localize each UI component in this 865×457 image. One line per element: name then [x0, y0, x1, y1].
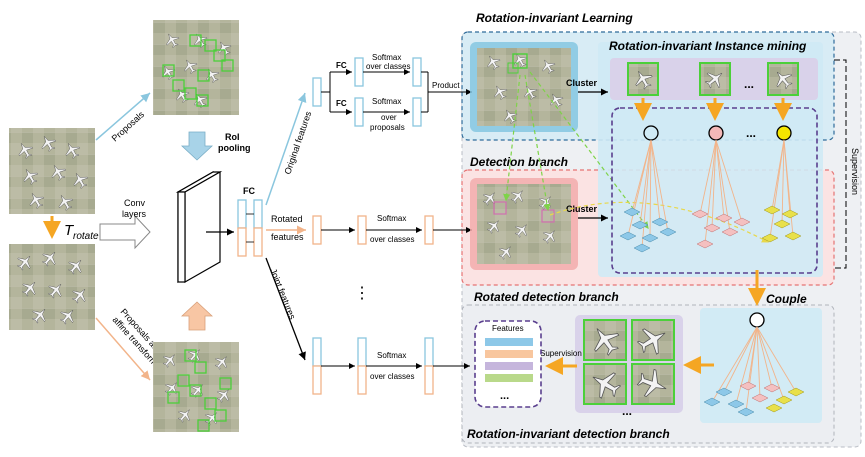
softmax-joint-1: Softmax: [377, 351, 406, 360]
softmax-rot-2: over classes: [370, 235, 414, 244]
title-couple: Couple: [766, 292, 807, 306]
input-image-original: [9, 128, 95, 214]
cluster-center-blue: [643, 125, 659, 141]
softmax-proposals-3: proposals: [370, 123, 405, 132]
cluster-region: [611, 107, 818, 274]
feature-bar-green: [485, 374, 533, 382]
instance-tiles-pink: [691, 209, 751, 249]
roi-pooling-label-2: pooling: [218, 143, 251, 153]
joint-fc-layer: [312, 337, 322, 395]
input-image-rotated: [9, 244, 95, 330]
rotated-features-label-1: Rotated: [271, 214, 303, 224]
instance-tiles-blue: [619, 207, 677, 253]
joint-features-arrow: [265, 257, 306, 361]
rotated-fc-layer: [312, 215, 322, 245]
feature-map-cuboid: [175, 170, 223, 284]
proposals-arrow: [95, 92, 151, 141]
mined-instance-3: [767, 62, 799, 96]
instance-tiles-yellow: [761, 205, 802, 243]
invariant-instance-4: [631, 363, 675, 405]
proposals-affine-arrow: [95, 317, 151, 381]
fc-top-1-layer: [354, 57, 364, 87]
vertical-dots: ⋮: [354, 285, 370, 302]
yellow-dashed-link: [549, 201, 770, 243]
conv-layers-label-2: layers: [122, 209, 147, 219]
coupled-fan-lines: [711, 326, 797, 413]
joint-features-label: Joint features: [268, 267, 298, 321]
proposal-image-original: [153, 20, 239, 115]
invariant-instance-2: [631, 319, 675, 361]
features-label: Features: [492, 324, 524, 333]
mined-instance-1: [627, 62, 659, 96]
softmax-proposals-1: Softmax: [372, 97, 401, 106]
softmax-classes-top-1: Softmax: [372, 53, 401, 62]
joint-softmax-layer: [424, 337, 434, 395]
roi-down-arrow: [180, 131, 214, 161]
rotated-softmax-layer: [424, 215, 434, 245]
coupled-tree-panel: [700, 308, 822, 423]
supervision-bottom-label: Supervision: [540, 349, 582, 358]
title-rotated-detection-branch: Rotated detection branch: [474, 290, 619, 304]
cluster-top-label: Cluster: [566, 78, 598, 88]
roi-up-arrow: [180, 301, 214, 331]
conv-layers-label-1: Conv: [124, 198, 146, 208]
feature-bar-orange: [485, 350, 533, 358]
supervision-bracket: [834, 59, 847, 269]
fc-top-2-layer: [354, 97, 364, 127]
softmax-joint-2: over classes: [370, 372, 414, 381]
fc-main-layers: [237, 199, 263, 257]
invariant-ellipsis: ...: [622, 404, 632, 418]
rotated-features-label-2: features: [271, 232, 304, 242]
title-rotation-invariant-learning: Rotation-invariant Learning: [476, 11, 633, 25]
product-label: Product: [432, 81, 460, 90]
fan-lines-blue: [627, 139, 669, 249]
softmax-proposals-2: over: [381, 113, 397, 122]
feature-bar-blue: [485, 338, 533, 346]
coupled-center: [749, 312, 765, 328]
svg-text:T: T: [64, 222, 75, 239]
mined-ellipsis: ...: [744, 77, 754, 91]
invariant-instance-3: [583, 363, 627, 405]
softmax-top-1-layer: [412, 57, 422, 87]
softmax-rot-1: Softmax: [377, 214, 406, 223]
rotated-detection-image: [470, 178, 578, 270]
mined-instance-2: [699, 62, 731, 96]
detection-image: [470, 42, 578, 132]
original-fc-layer: [312, 77, 322, 107]
cluster-center-yellow: [776, 125, 792, 141]
cluster-center-pink: [708, 125, 724, 141]
softmax-classes-top-2: over classes: [366, 62, 410, 71]
features-ellipsis: ...: [500, 390, 509, 402]
joint-fc-layer-2: [357, 337, 367, 395]
feature-bar-purple: [485, 362, 533, 370]
title-instance-mining: Rotation-invariant Instance mining: [609, 39, 807, 53]
softmax-top-2-layer: [412, 97, 422, 127]
supervision-vertical-label: Supervision: [850, 148, 860, 195]
proposal-image-rotated: [153, 342, 239, 432]
proposals-label: Proposals: [110, 109, 147, 144]
fc-top-1-label: FC: [336, 61, 347, 70]
fan-lines-yellow: [769, 139, 794, 239]
instance-mining-panel: [598, 42, 823, 277]
invariant-instance-1: [583, 319, 627, 361]
title-rotation-invariant-detection-branch: Rotation-invariant detection branch: [467, 427, 670, 441]
rotated-fc-layer-2: [357, 215, 367, 245]
cluster-ellipsis: ...: [746, 126, 756, 140]
svg-text:rotate: rotate: [73, 231, 99, 242]
cluster-bottom-label: Cluster: [566, 204, 598, 214]
title-detection-branch: Detection branch: [470, 155, 568, 169]
fc-top-2-label: FC: [336, 99, 347, 108]
conv-layers-arrow: [99, 214, 151, 250]
fc-main-label: FC: [243, 186, 255, 196]
original-features-arrow: [265, 92, 307, 206]
coupled-tiles: [703, 381, 805, 417]
roi-pooling-label-1: RoI: [225, 132, 240, 142]
